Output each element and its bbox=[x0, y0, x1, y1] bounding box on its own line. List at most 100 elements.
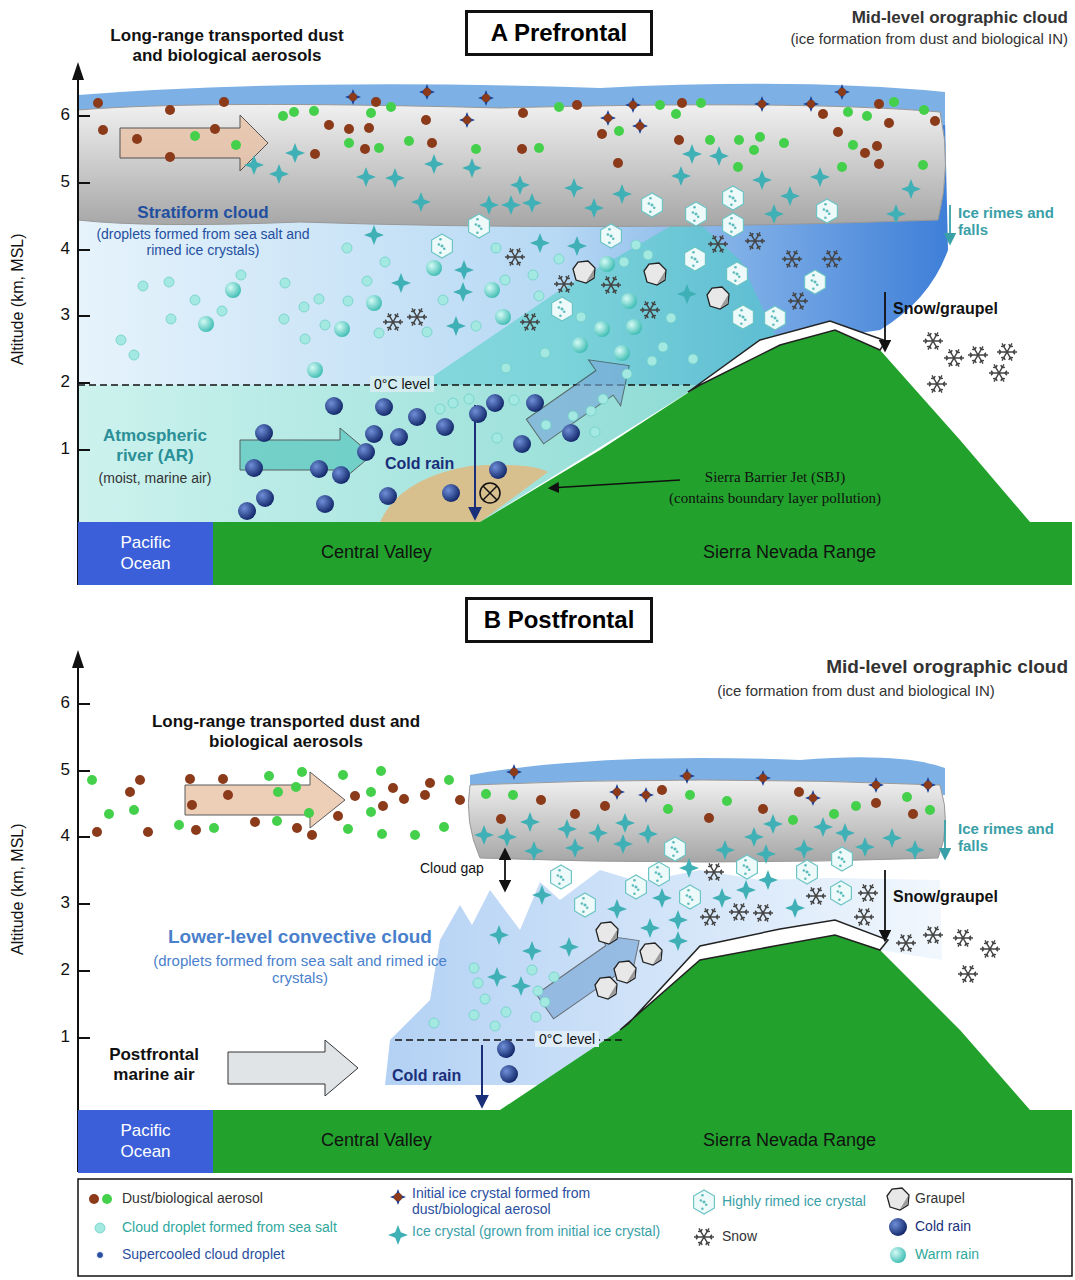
callout-heading: Cold rain bbox=[392, 1067, 480, 1085]
snow-crystal bbox=[822, 250, 842, 267]
snow-crystal bbox=[554, 275, 574, 292]
ice-crystal bbox=[557, 819, 577, 839]
rime-dot bbox=[633, 893, 636, 896]
cloud-droplet bbox=[647, 356, 657, 366]
warm-raindrop bbox=[366, 295, 382, 311]
rime-dot bbox=[558, 883, 561, 886]
dust-particle bbox=[848, 140, 858, 150]
callout-note: Sierra Barrier Jet (SBJ) bbox=[640, 469, 910, 486]
warm-raindrop bbox=[198, 316, 214, 332]
initial-ice-crystal bbox=[807, 100, 815, 108]
dust-particle bbox=[671, 109, 681, 119]
dust-particle bbox=[291, 782, 301, 792]
dust-particle bbox=[889, 97, 899, 107]
aerosol-flow-arrow bbox=[185, 772, 345, 828]
dust-particle bbox=[273, 787, 283, 797]
initial-ice-crystal bbox=[349, 93, 357, 101]
rime-dot bbox=[837, 890, 840, 893]
dust-particle bbox=[902, 792, 912, 802]
dust-particle bbox=[496, 814, 506, 824]
ice-crystal bbox=[615, 813, 635, 833]
rime-dot bbox=[637, 888, 640, 891]
region-name: Central Valley bbox=[321, 1130, 432, 1151]
region-name: Pacific Ocean bbox=[106, 533, 186, 574]
rime-dot bbox=[840, 892, 843, 895]
initial-ice-crystal bbox=[638, 787, 654, 803]
cold-raindrop bbox=[500, 1065, 518, 1083]
rime-dot bbox=[581, 902, 584, 905]
dust-particle bbox=[884, 118, 894, 128]
initial-ice-crystal bbox=[629, 101, 637, 109]
warm-raindrop bbox=[626, 319, 642, 335]
ice-crystal bbox=[758, 870, 778, 890]
dust-particle bbox=[657, 785, 667, 795]
ice-crystal bbox=[567, 236, 587, 256]
dust-particle bbox=[272, 816, 282, 826]
dust-particle bbox=[333, 811, 343, 821]
legend-text: Highly rimed ice crystal bbox=[722, 1193, 882, 1209]
dust-particle bbox=[143, 827, 153, 837]
rimed-ice-crystal bbox=[649, 862, 670, 886]
dust-particle bbox=[410, 830, 420, 840]
cloud-droplet bbox=[166, 314, 176, 324]
cloud-droplet bbox=[314, 294, 324, 304]
rime-dot bbox=[649, 197, 652, 200]
snow-crystal bbox=[968, 346, 988, 363]
rime-dot bbox=[558, 306, 561, 309]
rime-dot bbox=[635, 886, 638, 889]
dust-particle bbox=[304, 808, 314, 818]
rime-dot bbox=[826, 210, 829, 213]
ice-crystal bbox=[522, 941, 542, 961]
mid-level-cloud bbox=[78, 104, 946, 226]
ice-crystal bbox=[736, 880, 756, 900]
rime-dot bbox=[736, 273, 739, 276]
rime-dot bbox=[584, 904, 587, 907]
dust-particle bbox=[871, 798, 881, 808]
rime-dot bbox=[732, 224, 735, 227]
ice-crystal bbox=[764, 204, 784, 224]
cloud-droplet bbox=[299, 302, 309, 312]
rime-dot bbox=[730, 190, 733, 193]
dust-particle bbox=[219, 97, 229, 107]
ice-crystal bbox=[385, 168, 405, 188]
axis bbox=[78, 78, 90, 585]
ice-crystal bbox=[640, 918, 660, 938]
rime-dot bbox=[475, 223, 478, 226]
dust-particle bbox=[190, 131, 200, 141]
rime-dot bbox=[610, 235, 613, 238]
warm-raindrop bbox=[225, 282, 241, 298]
initial-ice-crystal bbox=[754, 96, 770, 112]
ice-crystal bbox=[668, 910, 688, 930]
dust-particle bbox=[570, 809, 580, 819]
rimed-ice-crystal bbox=[552, 297, 573, 321]
rime-dot bbox=[441, 245, 444, 248]
graupel-shade bbox=[653, 951, 661, 964]
ice-crystal bbox=[424, 154, 444, 174]
snow-cap bbox=[688, 321, 886, 392]
graupel-shade bbox=[657, 271, 665, 284]
rain-arrow bbox=[481, 1045, 483, 1106]
callout-heading: Atmospheric river (AR) bbox=[85, 426, 225, 465]
dust-particle bbox=[722, 796, 732, 806]
initial-ice-crystal bbox=[632, 118, 648, 134]
axis-title: Altitude (km, MSL) bbox=[9, 199, 27, 399]
dust-particle bbox=[908, 809, 918, 819]
cloud-droplet bbox=[300, 334, 310, 344]
dust-particle bbox=[377, 829, 387, 839]
rime-dot bbox=[687, 903, 690, 906]
callout-heading: Mid-level orographic cloud bbox=[700, 8, 1068, 28]
rimed-ice-crystal bbox=[831, 881, 852, 905]
initial-ice-crystal bbox=[625, 97, 641, 113]
rime-dot bbox=[838, 885, 841, 888]
cold-raindrop bbox=[332, 466, 350, 484]
callout-note: (ice formation from dust and biological … bbox=[680, 30, 1068, 47]
ice-crystal bbox=[489, 925, 509, 945]
rime-dot bbox=[441, 245, 444, 248]
cloud-droplet bbox=[380, 257, 390, 267]
dust-particle bbox=[425, 778, 435, 788]
rime-dot bbox=[561, 308, 564, 311]
initial-ice-crystal bbox=[838, 88, 846, 96]
initial-ice-crystal bbox=[506, 764, 522, 780]
gap-arrow bbox=[504, 850, 506, 890]
dust-particle bbox=[919, 105, 929, 115]
